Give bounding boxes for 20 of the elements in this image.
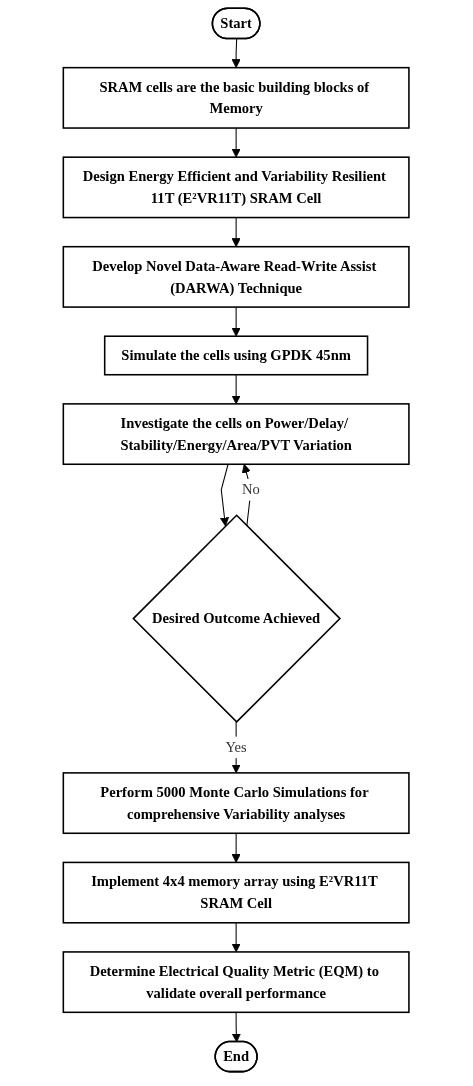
arrow	[231, 306, 242, 337]
edge-label: No	[242, 481, 261, 498]
arrow	[231, 374, 242, 405]
node-box: Design Energy Efficient and Variability Resilient 11T (E²VR11T) SRAM Cell	[62, 156, 411, 219]
arrow	[231, 217, 242, 248]
node-box: Develop Novel Data-Aware Read-Write Assist (DARWA) Technique	[62, 245, 411, 308]
node-box: Investigate the cells on Power/Delay/ Stability/Energy/Area/PVT Variation	[62, 403, 411, 466]
node-box: Implement 4x4 memory array using E²VR11T SRAM Cell	[62, 861, 411, 924]
node-diamond: Desired Outcome Achieved	[132, 514, 342, 723]
node-box: Perform 5000 Monte Carlo Simulations for comprehensive Variability analyses	[62, 772, 411, 835]
arrow	[231, 832, 242, 863]
node-box: Simulate the cells using GPDK 45nm	[104, 335, 369, 376]
arrow	[231, 38, 242, 69]
node-box: Determine Electrical Quality Metric (EQM) to validate overall performance	[62, 951, 411, 1014]
edge-label: Yes	[225, 739, 248, 756]
arrow	[232, 1011, 242, 1043]
arrow	[220, 463, 230, 527]
arrow	[231, 127, 242, 158]
node-box: SRAM cells are the basic building blocks of Memory	[62, 66, 411, 129]
arrow	[231, 922, 242, 953]
